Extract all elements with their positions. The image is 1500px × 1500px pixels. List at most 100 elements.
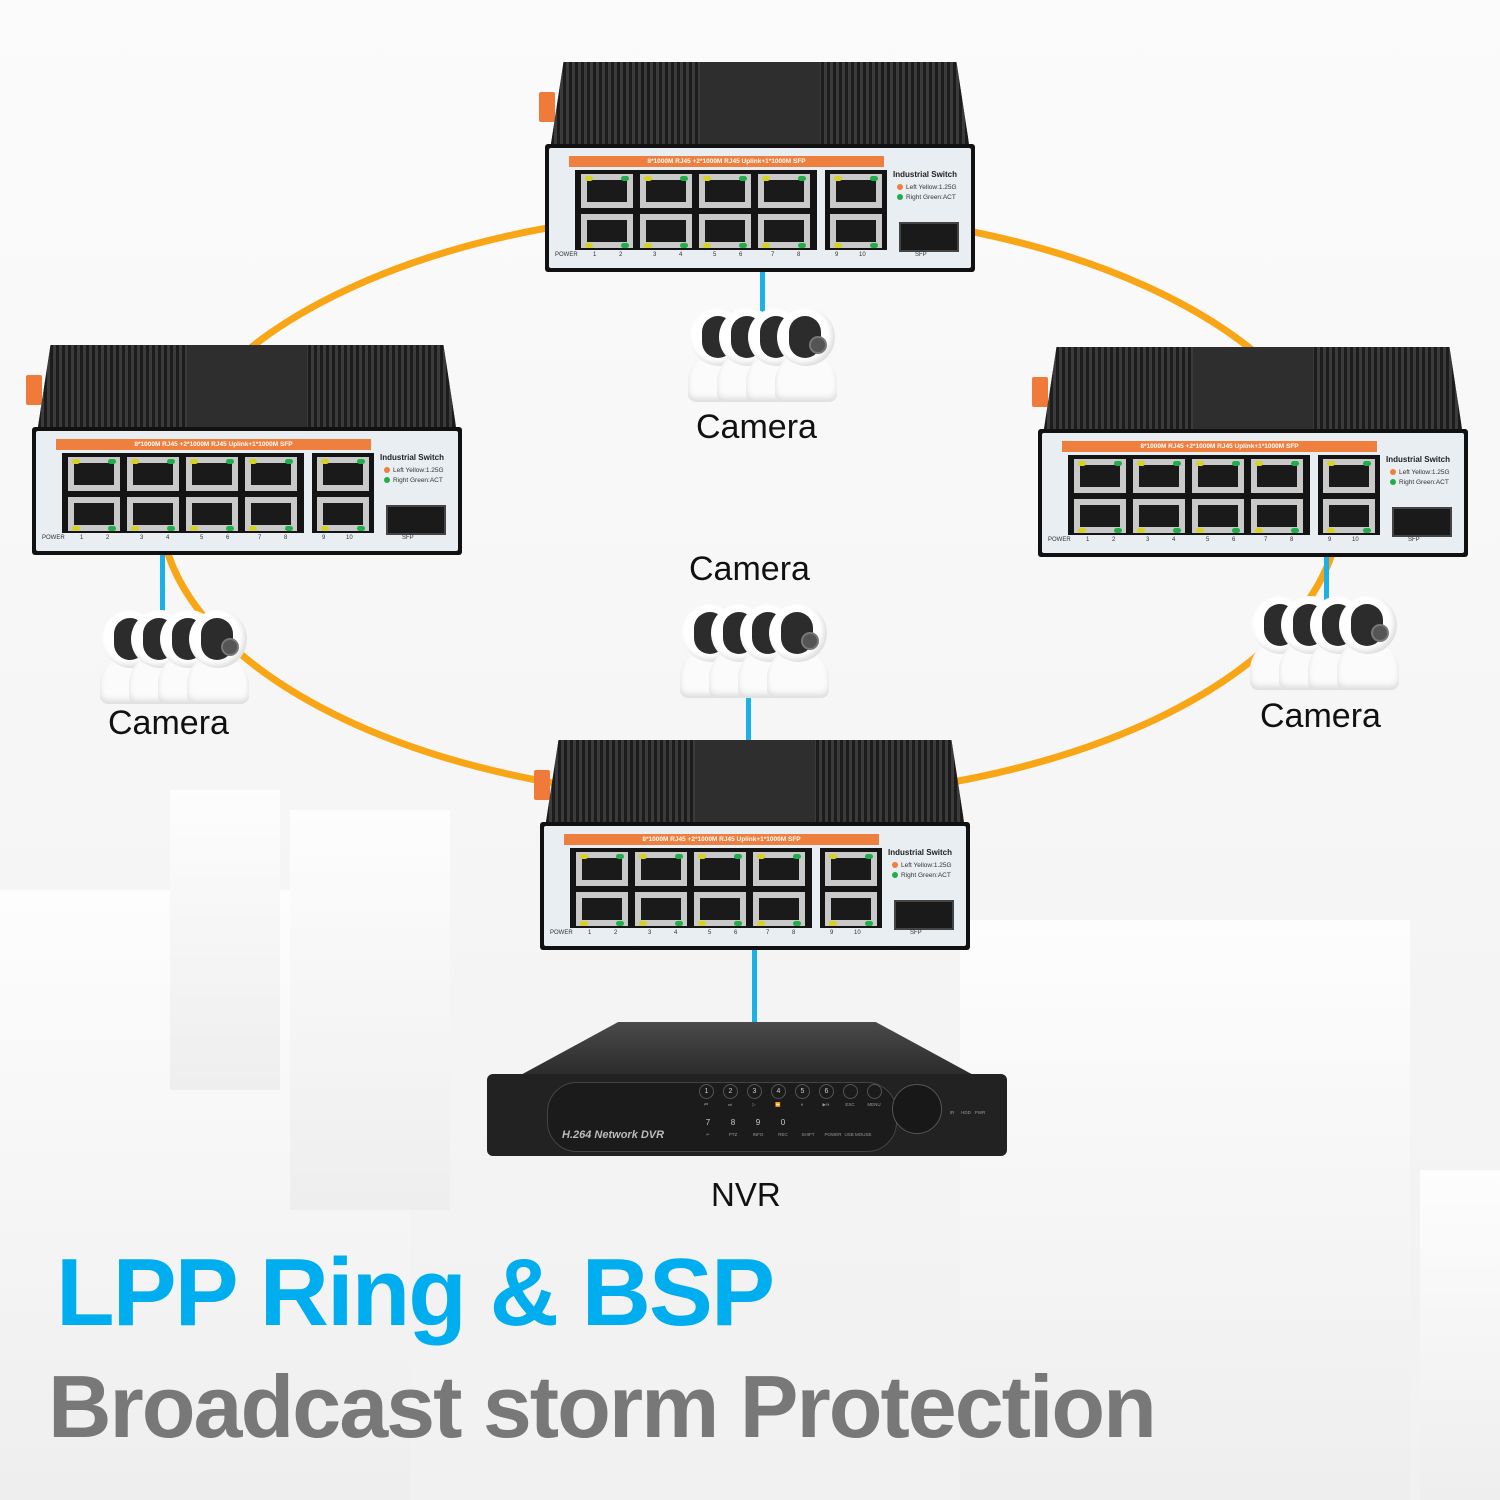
led-yellow (1078, 461, 1086, 466)
led-yellow (834, 176, 842, 181)
led-green (870, 176, 878, 181)
led-yellow (703, 243, 711, 248)
legend-label: Right Green:ACT (393, 477, 443, 484)
led-green (680, 176, 688, 181)
nvr-key[interactable]: 8 (730, 1118, 736, 1127)
rj45-port (576, 892, 628, 926)
led-yellow (639, 921, 647, 926)
rj45-port-block (62, 453, 304, 533)
heatsink-center-plate (1192, 347, 1314, 429)
led-yellow (1196, 461, 1204, 466)
port-label: 5 (713, 252, 717, 258)
camera-face (201, 618, 239, 660)
nvr-button[interactable]: 5 (795, 1084, 810, 1099)
camera-link-right (1324, 556, 1329, 604)
port-label: SFP (910, 930, 922, 936)
led-green (870, 243, 878, 248)
rj45-port (758, 174, 810, 208)
rj45-uplink-port (825, 892, 877, 926)
nvr-button[interactable] (867, 1084, 882, 1099)
rj45-port (581, 174, 633, 208)
rj45-port (245, 497, 297, 531)
camera-link-top (760, 262, 765, 314)
port-label: 10 (346, 535, 353, 541)
nvr-key-label: USB MOUSE (844, 1132, 872, 1137)
port-label: 8 (1290, 537, 1294, 543)
rj45-port (127, 497, 179, 531)
nvr-key[interactable]: 0 (780, 1118, 786, 1127)
led-green (739, 176, 747, 181)
led-green (1173, 461, 1181, 466)
camera-group-right (1250, 596, 1400, 696)
switch-top: 8*1000M RJ45 +2*1000M RJ45 Uplink+1*1000… (539, 62, 975, 272)
switch-title: Industrial Switch (888, 848, 953, 857)
led-legend-item: Right Green:ACT (892, 872, 951, 879)
port-label: 10 (854, 930, 861, 936)
rj45-port (758, 214, 810, 248)
port-label: 1 (593, 252, 597, 258)
headline-title: LPP Ring & BSP (56, 1239, 775, 1346)
led-green (1232, 528, 1240, 533)
port-label: 3 (648, 930, 652, 936)
camera-lens (1371, 624, 1389, 642)
nvr-button[interactable] (843, 1084, 858, 1099)
nvr-indicator-label: HDD (961, 1110, 971, 1115)
legend-label: Left Yellow:1.25G (1399, 469, 1450, 476)
background-building (170, 790, 280, 1090)
led-legend-item: Left Yellow:1.25G (892, 862, 952, 869)
power-terminal-block (539, 92, 555, 122)
led-green (616, 921, 624, 926)
port-label: 6 (734, 930, 738, 936)
camera-head (189, 610, 247, 668)
nvr-key[interactable]: 7 (705, 1118, 711, 1127)
ip-camera-icon (1337, 596, 1399, 690)
nvr-button[interactable]: 2 (723, 1084, 738, 1099)
led-yellow (639, 854, 647, 859)
led-green (865, 854, 873, 859)
sfp-port (1392, 507, 1452, 537)
nvr-button-label: ⏸ (800, 1102, 804, 1107)
camera-face (789, 316, 827, 358)
port-label: 9 (322, 535, 326, 541)
switch-front: 8*1000M RJ45 +2*1000M RJ45 Uplink+1*1000… (32, 427, 462, 555)
sfp-port (386, 505, 446, 535)
nvr-button[interactable]: 3 (747, 1084, 762, 1099)
port-label: 9 (1328, 537, 1332, 543)
port-label: POWER (555, 252, 578, 258)
rj45-port (1133, 459, 1185, 493)
ip-camera-icon (187, 610, 249, 704)
nvr-button[interactable]: 6 (819, 1084, 834, 1099)
port-label: 3 (1146, 537, 1150, 543)
switch-front: 8*1000M RJ45 +2*1000M RJ45 Uplink+1*1000… (1038, 429, 1468, 557)
led-yellow (321, 526, 329, 531)
rj45-port (245, 457, 297, 491)
nvr-key-label: PTZ (728, 1132, 738, 1137)
switch-bottom: 8*1000M RJ45 +2*1000M RJ45 Uplink+1*1000… (534, 740, 970, 950)
led-green (734, 854, 742, 859)
led-green (1291, 528, 1299, 533)
port-label: 2 (106, 535, 110, 541)
led-green (680, 243, 688, 248)
legend-dot-icon (897, 194, 903, 201)
nvr-key-label: REC (778, 1132, 788, 1137)
nvr-jog-dial (892, 1084, 942, 1134)
port-label: 6 (739, 252, 743, 258)
nvr-button[interactable]: 1 (699, 1084, 714, 1099)
port-label: 10 (1352, 537, 1359, 543)
rj45-uplink-port (830, 174, 882, 208)
led-yellow (131, 459, 139, 464)
led-yellow (698, 921, 706, 926)
nvr-button[interactable]: 4 (771, 1084, 786, 1099)
led-legend-item: Right Green:ACT (1390, 479, 1449, 486)
switch-title: Industrial Switch (380, 453, 445, 462)
legend-dot-icon (384, 467, 390, 474)
nvr-key[interactable]: 9 (755, 1118, 761, 1127)
rj45-uplink-port (825, 852, 877, 886)
nvr-indicator-label: PWR (974, 1110, 986, 1115)
rj45-port (1192, 459, 1244, 493)
led-yellow (1137, 528, 1145, 533)
nvr-button-label: ▷ (752, 1102, 756, 1107)
led-yellow (190, 526, 198, 531)
switch-left: 8*1000M RJ45 +2*1000M RJ45 Uplink+1*1000… (26, 345, 462, 555)
rj45-port (1251, 459, 1303, 493)
